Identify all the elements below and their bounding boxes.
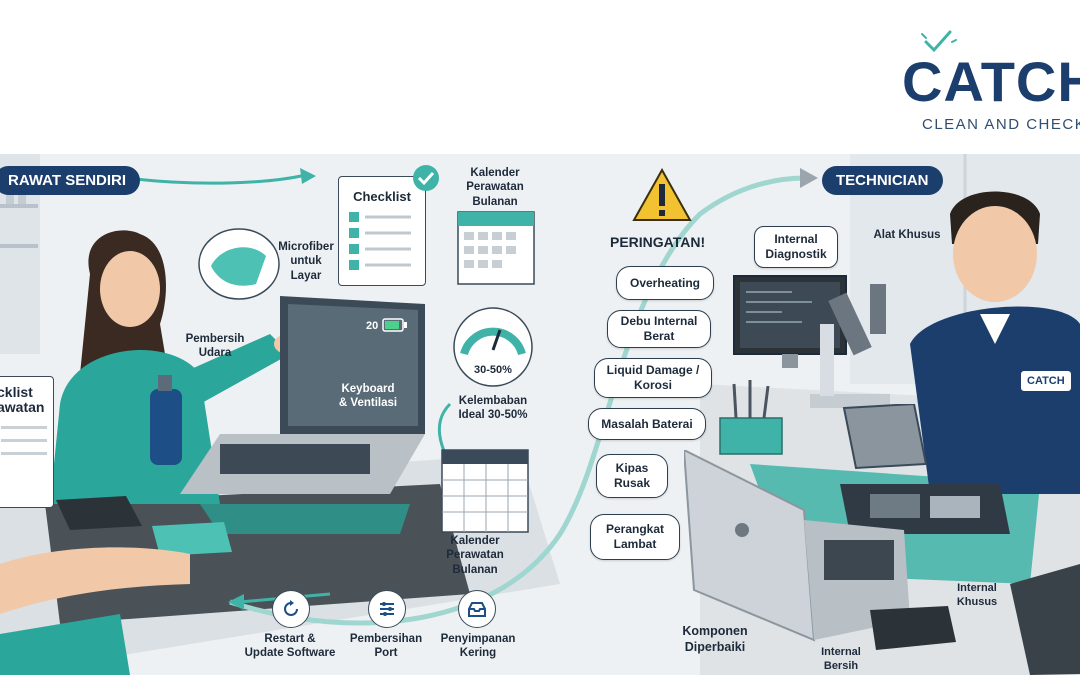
step-restart-button <box>272 590 310 628</box>
battery-level: 20 <box>366 320 379 332</box>
side-checklist-line: awatan <box>0 399 45 416</box>
uniform-badge: CATCH <box>1020 370 1072 392</box>
problem-slow-device: Perangkat Lambat <box>590 514 680 560</box>
humidity-gauge-icon <box>453 307 533 387</box>
humidity-label: Kelembaban Ideal 30-50% <box>458 395 528 422</box>
technician-title: TECHNICIAN <box>822 166 943 195</box>
problem-battery: Masalah Baterai <box>588 408 706 440</box>
problem-liquid-damage: Liquid Damage / Korosi <box>594 358 712 398</box>
warning-icon <box>632 168 692 221</box>
laptop-on-stand <box>180 296 425 534</box>
checklist-clipboard: Checklist <box>338 176 426 286</box>
side-checklist-card: cklist awatan <box>0 376 54 508</box>
calendar-bottom-label: Kalender Perawatan Bulanan <box>446 535 504 576</box>
self-care-title: RAWAT SENDIRI <box>0 166 141 195</box>
desk-items <box>56 496 232 556</box>
calendar-bottom-icon <box>441 449 529 533</box>
problem-overheating: Overheating <box>616 266 714 300</box>
brand-tagline: CLEAN AND CHECK <box>922 116 1080 133</box>
checklist-title: Checklist <box>353 189 411 204</box>
diagnostic-monitor <box>733 275 847 368</box>
check-circle-icon <box>413 165 439 191</box>
illustration-scene: RAWAT SENDIRI cklist awatan Microfiber u… <box>0 154 1080 675</box>
diagnostic-label: Internal Diagnostik <box>754 226 838 268</box>
phone-icon <box>870 606 956 650</box>
side-checklist-line: cklist <box>0 384 33 400</box>
keyboard-vent-label: Keyboard & Ventilasi <box>338 383 398 410</box>
battery-icon <box>382 318 407 332</box>
step-port-cleaning <box>368 590 406 628</box>
problem-internal-dust: Debu Internal Berat <box>607 310 711 348</box>
components-label: Komponen Diperbaiki <box>682 624 748 654</box>
refresh-icon <box>284 600 298 616</box>
technician-illustration <box>910 191 1080 494</box>
internal-clean-label: Internal Bersih <box>821 646 861 672</box>
microscope-icon <box>810 284 890 408</box>
hand-illustration <box>0 547 190 675</box>
problem-fan: Kipas Rusak <box>596 454 668 498</box>
step-storage-label: Penyimpanan Kering <box>440 633 516 660</box>
warning-title: PERINGATAN! <box>610 234 706 250</box>
step-restart-label: Restart & Update Software <box>244 633 336 660</box>
internal-special-label: Internal Khusus <box>956 582 998 608</box>
tools-label: Alat Khusus <box>873 229 941 241</box>
tray-icon <box>468 602 486 617</box>
brand-logo: CATCH CLEAN AND CHECK <box>900 28 1080 138</box>
checklist-items <box>349 212 411 270</box>
woman-illustration <box>50 230 302 504</box>
humidity-gauge-value: 30-50% <box>474 364 512 376</box>
tablet-device <box>1010 564 1080 675</box>
brand-wordmark: CATCH <box>902 50 1080 113</box>
microfiber-label: Microfiber untuk Layar <box>278 241 334 282</box>
air-cleaner-label: Pembersih Udara <box>185 333 245 360</box>
air-spray-can-icon <box>150 375 182 465</box>
step-dry-storage <box>458 590 496 628</box>
opened-laptop-repair <box>840 404 1010 534</box>
sparkle-check-icon <box>921 30 957 53</box>
microfiber-cloth-icon <box>198 228 280 300</box>
step-port-label: Pembersihan Port <box>349 633 423 660</box>
calendar-top-label: Kalender Perawatan Bulanan <box>466 167 524 208</box>
calendar-top-icon <box>457 211 535 285</box>
tool-holder-icon <box>719 380 783 455</box>
sliders-icon <box>380 602 394 616</box>
